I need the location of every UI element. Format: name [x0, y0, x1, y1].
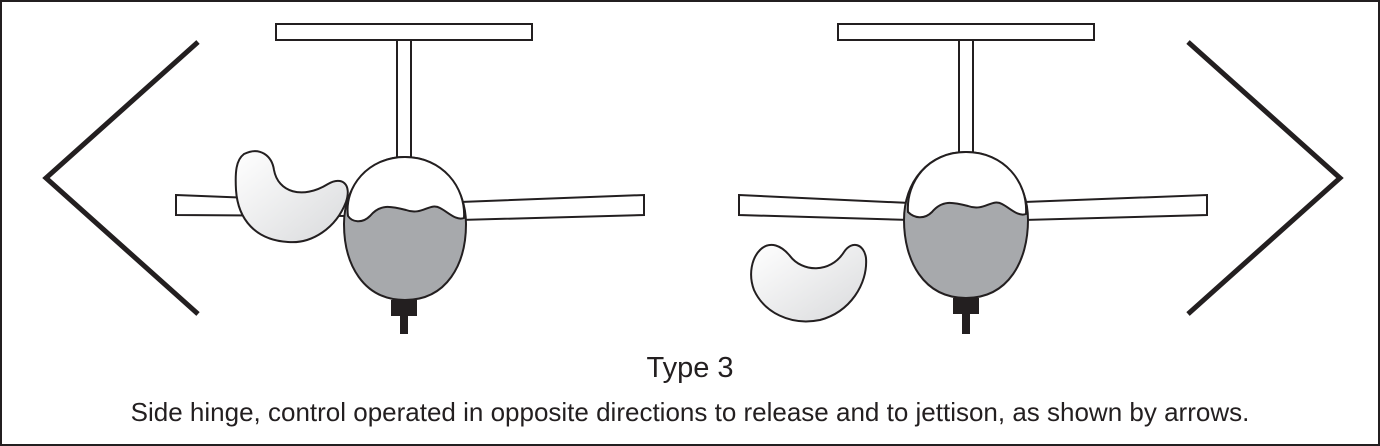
vertical-fin: [958, 39, 974, 157]
nose-probe: [953, 298, 979, 314]
left-wing: [738, 193, 911, 222]
chevron-left-arrow-icon: [42, 40, 200, 316]
caption-title: Type 3: [646, 352, 734, 384]
horizontal-stabilizer: [837, 23, 1095, 41]
nose-probe-tip: [962, 314, 970, 334]
vertical-fin: [396, 39, 412, 169]
right-wing: [459, 193, 645, 222]
aircraft-left: [175, 23, 645, 334]
cockpit-opening: [346, 155, 466, 223]
nose-probe: [391, 300, 417, 316]
aircraft-right: [738, 23, 1208, 334]
canopy-hinged-open: [234, 150, 349, 244]
canopy-jettisoned: [750, 243, 868, 323]
nose-probe-tip: [400, 316, 408, 334]
cockpit-opening: [906, 150, 1028, 219]
canopy-release-diagram: [42, 23, 1344, 334]
caption-text: Side hinge, control operated in opposite…: [130, 397, 1250, 427]
right-wing: [1023, 193, 1208, 222]
chevron-right-arrow-icon: [1186, 40, 1344, 316]
horizontal-stabilizer: [275, 23, 533, 41]
